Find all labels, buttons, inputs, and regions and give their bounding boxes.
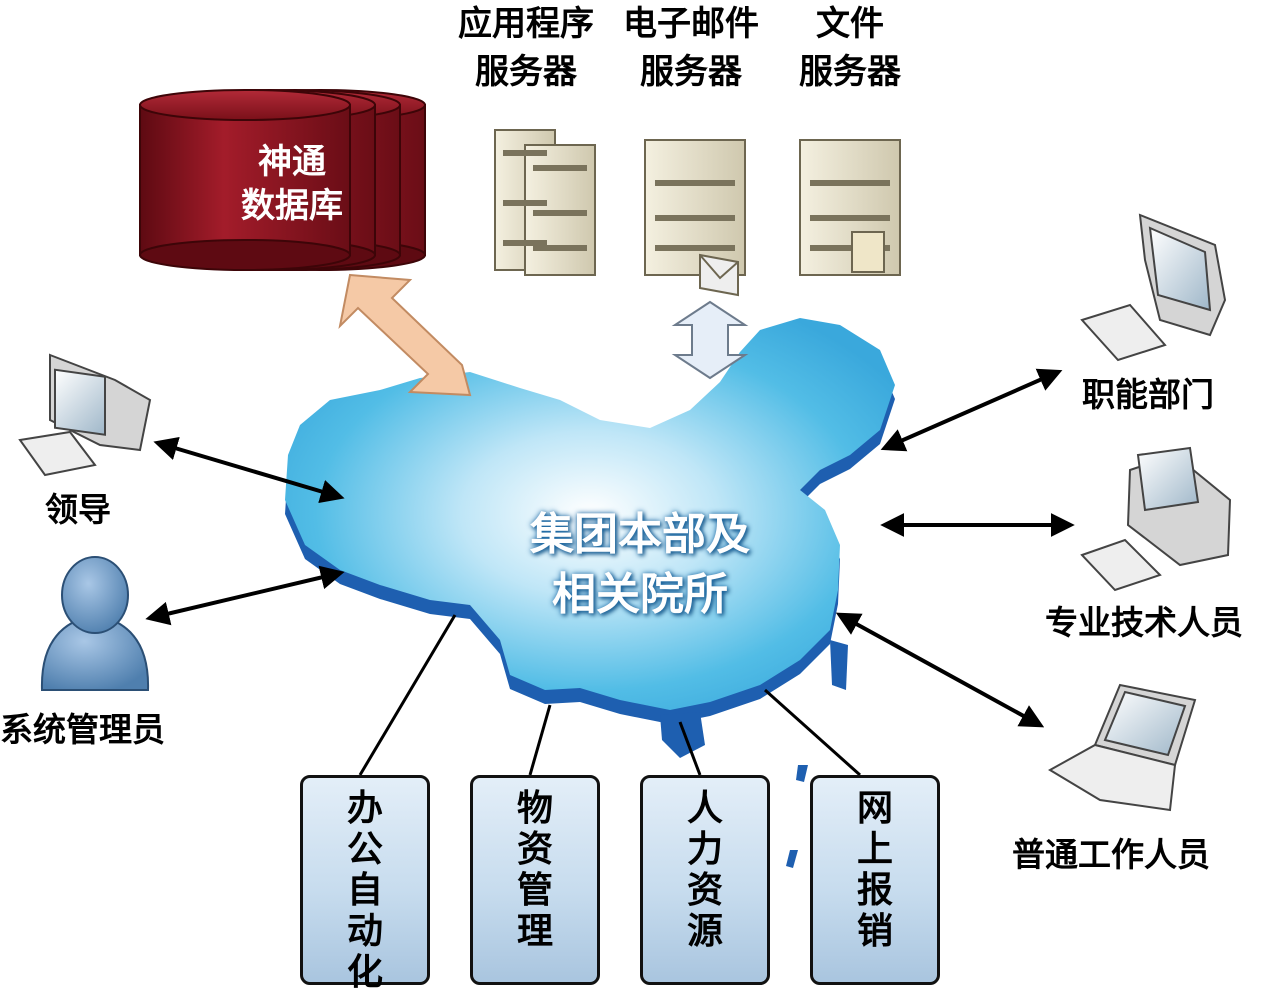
email-server-label: 电子邮件 服务器 xyxy=(623,0,759,96)
module-human-resources: 人力资源 xyxy=(640,775,770,985)
database-label-line1: 神通 xyxy=(258,142,326,182)
database-label-line2: 数据库 xyxy=(241,186,343,226)
center-label: 集团本部及 相关院所 xyxy=(480,505,800,625)
arrow-general-staff xyxy=(835,612,1045,728)
module-links xyxy=(358,614,862,777)
database-label: 神通 数据库 xyxy=(192,140,392,228)
database-link-arrow xyxy=(338,273,472,397)
file-server-icon xyxy=(799,139,901,276)
arrow-functional-dept xyxy=(880,368,1063,452)
email-server-line2: 服务器 xyxy=(640,52,742,92)
desktop-computer-icon xyxy=(18,353,152,477)
module-online-reimbursement-label: 网上报销 xyxy=(856,788,893,952)
file-server-line2: 服务器 xyxy=(799,52,901,92)
file-server-line1: 文件 xyxy=(816,4,884,44)
desktop-computer-icon xyxy=(1080,446,1232,592)
desktop-computer-icon xyxy=(1080,213,1227,362)
sysadmin-label: 系统管理员 xyxy=(0,710,165,749)
connection-arrows xyxy=(145,368,1075,728)
email-server-line1: 电子邮件 xyxy=(623,4,759,44)
module-materials-management-label: 物资管理 xyxy=(516,788,553,952)
application-server-line2: 服务器 xyxy=(475,52,577,92)
arrow-sysadmin xyxy=(145,565,345,626)
module-human-resources-label: 人力资源 xyxy=(686,788,723,952)
general-staff-label: 普通工作人员 xyxy=(1012,835,1210,874)
laptop-icon xyxy=(1048,683,1197,812)
module-office-automation: 办公自动化 xyxy=(300,775,430,993)
server-link-arrow xyxy=(671,300,749,380)
database-cylinder-icon xyxy=(139,89,426,271)
tech-staff-label: 专业技术人员 xyxy=(1045,603,1243,642)
email-server-icon xyxy=(644,139,746,297)
application-server-label: 应用程序 服务器 xyxy=(458,0,594,96)
arrow-leader xyxy=(153,436,345,504)
user-person-icon xyxy=(40,556,150,691)
center-label-line1: 集团本部及 xyxy=(530,509,750,560)
module-office-automation-label: 办公自动化 xyxy=(346,788,383,993)
leader-label: 领导 xyxy=(45,490,111,529)
server-tower-icon xyxy=(494,129,596,276)
functional-dept-label: 职能部门 xyxy=(1082,375,1214,414)
module-online-reimbursement: 网上报销 xyxy=(810,775,940,985)
module-materials-management: 物资管理 xyxy=(470,775,600,985)
file-server-label: 文件 服务器 xyxy=(790,0,910,96)
center-label-line2: 相关院所 xyxy=(552,569,728,620)
application-server-line1: 应用程序 xyxy=(458,4,594,44)
